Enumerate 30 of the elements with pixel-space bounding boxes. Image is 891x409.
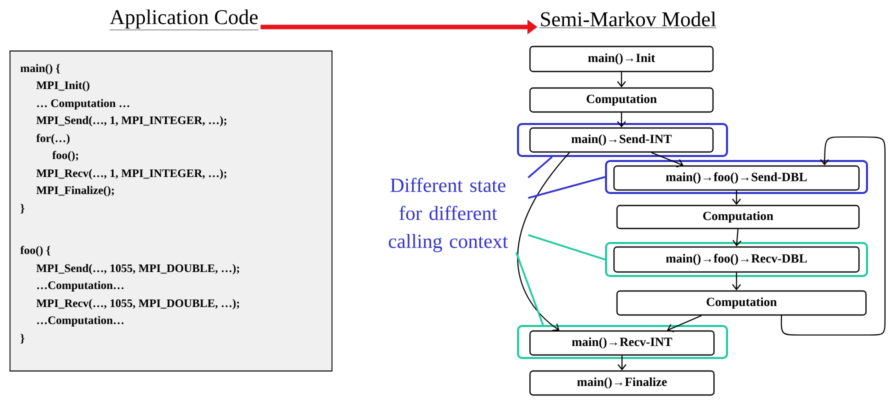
highlight-frame [517, 325, 728, 359]
arrow [618, 356, 626, 370]
arrow [517, 152, 570, 331]
arrow [617, 112, 626, 128]
code-block: main() { MPI_Init() … Computation … MPI_Send(…, 1, MPI_INTEGER, …); for(…) foo(); MPI_Recv(…, 1, MPI_INTEGER, …); MPI_Finalize(); } foo() { MPI_Send(…, 1055, MPI_DOUBLE, …); …Computation… MPI_Recv(…, 1055, MPI_DOUBLE, …); …Computation… } [10, 50, 332, 372]
state-box: Computation [616, 290, 867, 316]
arrow [780, 136, 886, 336]
highlight-frame [517, 123, 728, 157]
leader-line [528, 156, 553, 178]
arrow [651, 152, 684, 168]
leader-line [528, 176, 606, 199]
state-box: main()→foo()→Send-DBL [613, 165, 860, 191]
heading: Semi-Markov Model [539, 12, 717, 28]
annotation: Different state for different calling context [388, 178, 508, 252]
arrow [617, 72, 626, 88]
state-box: Computation [616, 204, 860, 230]
leader-line [528, 234, 606, 260]
highlight-frame [605, 160, 868, 194]
arrow [732, 272, 741, 290]
state-box: main()→Send-INT [529, 127, 714, 153]
arrow [732, 229, 742, 246]
state-box: Computation [529, 87, 714, 113]
state-box: main()→foo()→Recv-DBL [613, 246, 860, 273]
state-box: main()→Recv-INT [529, 330, 715, 356]
state-box: main()→Init [529, 46, 714, 72]
state-box: main()→Finalize [529, 370, 715, 396]
arrow [732, 190, 741, 205]
heading: Application Code [109, 9, 259, 30]
highlight-frame [605, 242, 868, 277]
leader-line [515, 252, 544, 326]
